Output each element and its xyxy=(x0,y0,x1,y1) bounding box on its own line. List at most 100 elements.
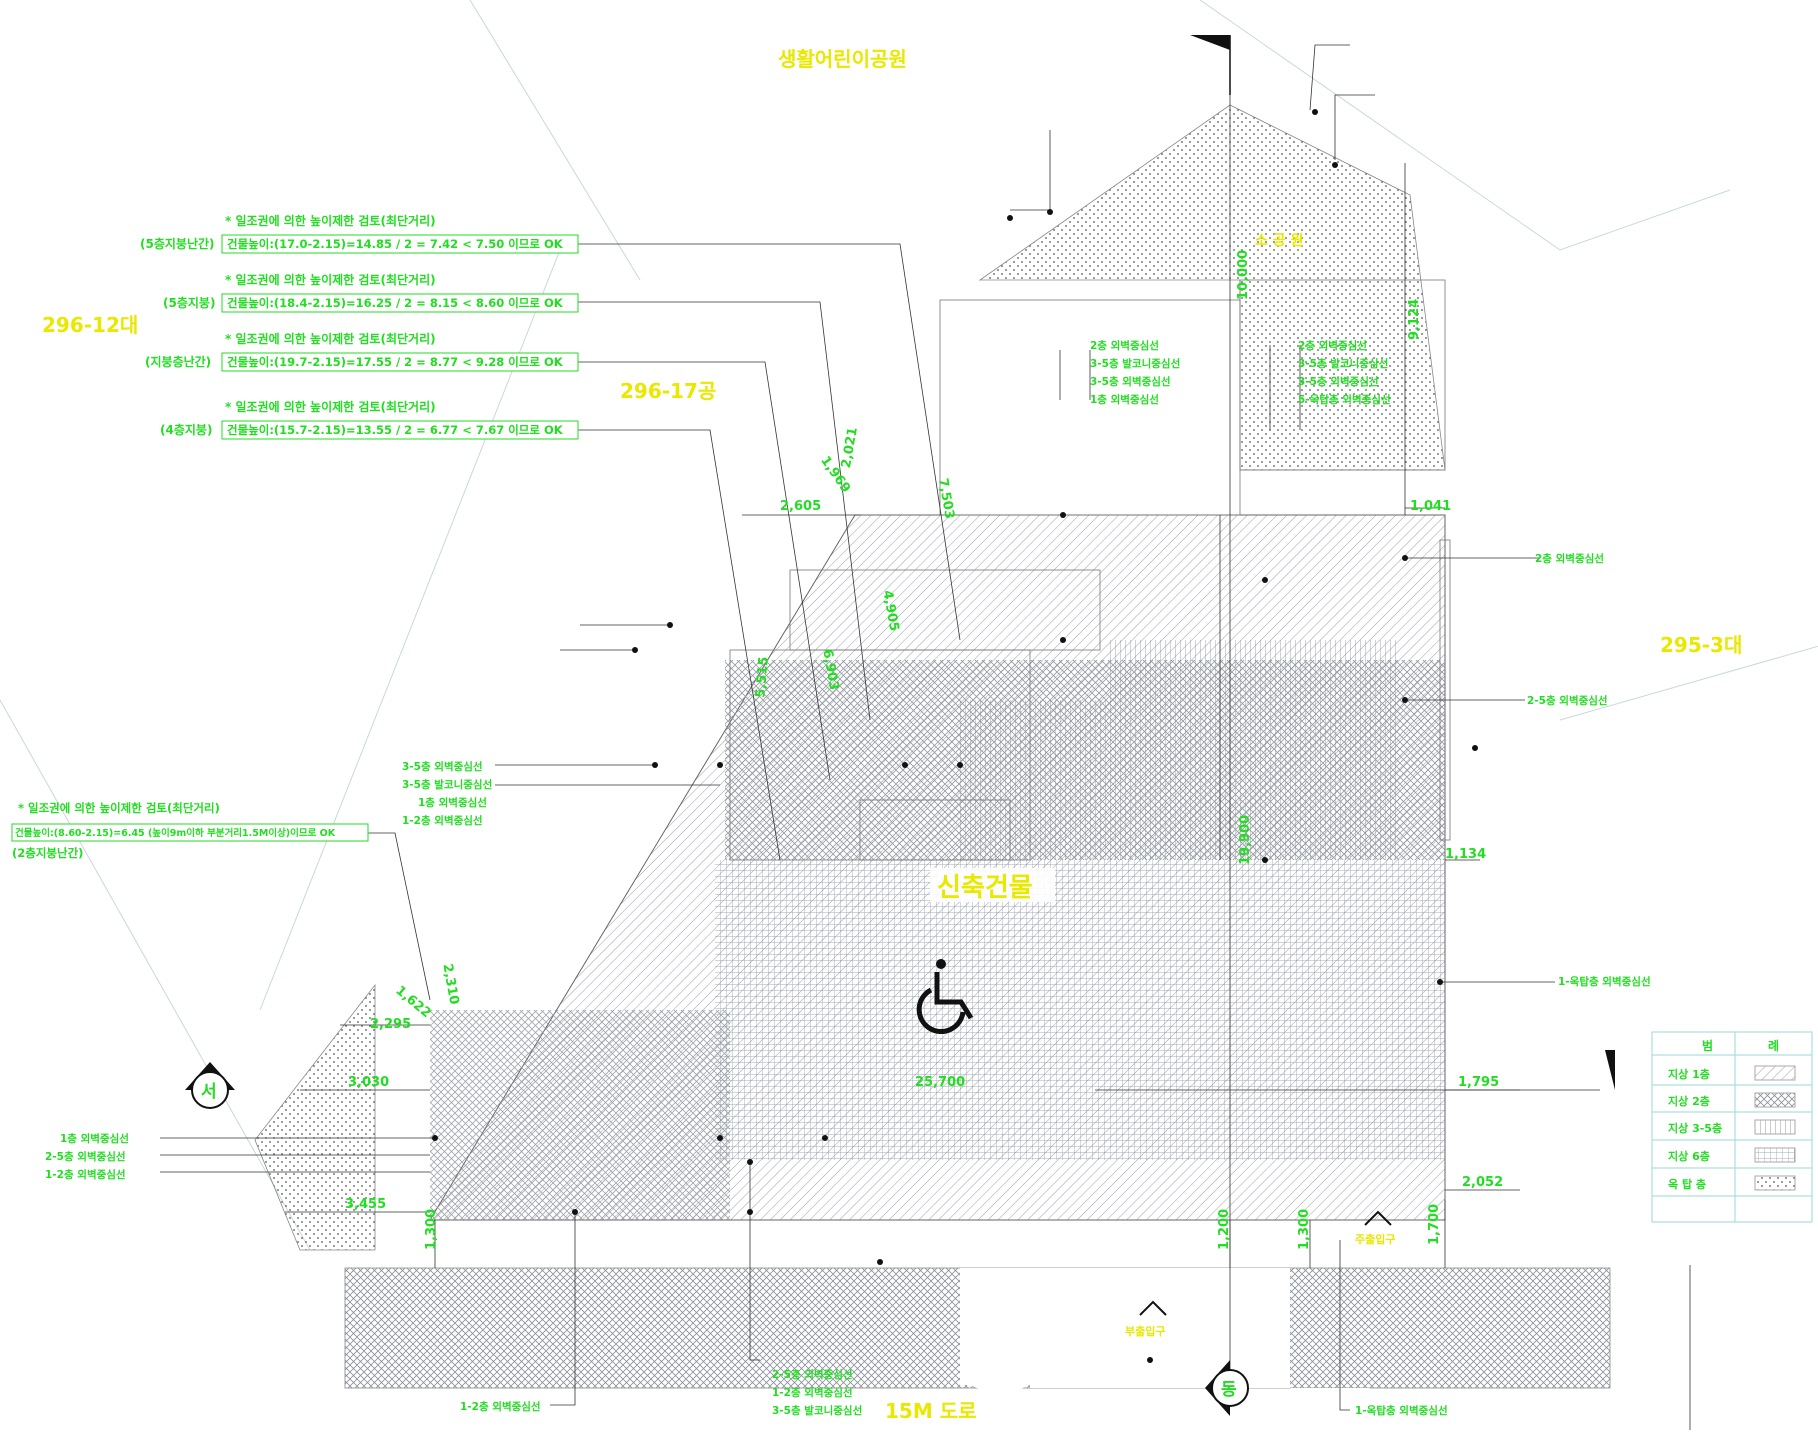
dim-10000: 10,000 xyxy=(1236,250,1251,300)
road-15m xyxy=(344,1267,1611,1401)
height-check-1-formula: 건물높이:(17.0-2.15)=14.85 / 2 = 7.42 < 7.50… xyxy=(227,237,564,251)
dim-3030: 3,030 xyxy=(348,1075,389,1090)
wall-center-3: 3-5층 외벽중심선 xyxy=(1090,375,1171,388)
dim-1200: 1,200 xyxy=(1217,1209,1232,1250)
entrance-main: 주출입구 xyxy=(1355,1210,1395,1246)
legend-row-4: 지상 6층 xyxy=(1668,1149,1710,1163)
legend-header-1: 범 xyxy=(1702,1038,1713,1053)
entrance-main-label: 주출입구 xyxy=(1355,1232,1395,1246)
height-check-3-heading: * 일조권에 의한 높이제한 검토(최단거리) xyxy=(225,331,436,346)
west-marker: 서 xyxy=(185,1062,235,1109)
wall-center-2: 3-5층 발코니중심선 xyxy=(1090,357,1180,370)
legend-row-3: 지상 3-5층 xyxy=(1668,1121,1722,1135)
wall-line-labels: 2층 외벽중심선 3-5층 발코니중심선 3-5층 외벽중심선 1층 외벽중심선… xyxy=(45,339,1651,1417)
wall-right-4: 5-옥탑층 외벽중심선 xyxy=(1298,393,1391,406)
dim-2605: 2,605 xyxy=(780,499,821,514)
wall-left-mid-3: 1층 외벽중심선 xyxy=(418,796,487,809)
left-strip-dotted xyxy=(254,983,376,1251)
wall-left-bottom-1: 1층 외벽중심선 xyxy=(60,1132,129,1145)
wall-left-mid-2: 3-5층 발코니중심선 xyxy=(402,778,492,791)
wall-left-bottom-3: 1-2층 외벽중심선 xyxy=(45,1168,126,1181)
wall-right-3: 3-5층 외벽중심선 xyxy=(1298,375,1379,388)
dim-1700: 1,700 xyxy=(1427,1204,1442,1245)
east-marker: 동 xyxy=(1205,1360,1249,1416)
dim-5515: 5,515 xyxy=(753,656,772,698)
wall-right-1: 2층 외벽중심선 xyxy=(1298,339,1367,352)
dim-3455: 3,455 xyxy=(345,1197,386,1212)
height-check-3: * 일조권에 의한 높이제한 검토(최단거리) (지붕층난간) 건물높이:(19… xyxy=(145,331,579,372)
dim-4905: 4,905 xyxy=(879,589,901,632)
height-check-bottom: * 일조권에 의한 높이제한 검토(최단거리) 건물높이:(8.60-2.15)… xyxy=(11,801,369,860)
lot-right-label: 295-3대 xyxy=(1660,633,1742,657)
dim-2310: 2,310 xyxy=(439,963,461,1006)
wall-center-1: 2층 외벽중심선 xyxy=(1090,339,1159,352)
height-check-bottom-heading: * 일조권에 의한 높이제한 검토(최단거리) xyxy=(18,801,220,815)
lot-left-label: 296-12대 xyxy=(42,313,138,337)
wall-right-mid-2: 2-5층 외벽중심선 xyxy=(1527,694,1608,707)
building-grid-lower xyxy=(430,1010,730,1220)
wall-bottom-left: 1-2층 외벽중심선 xyxy=(460,1400,541,1413)
height-check-bottom-floor: (2층지붕난간) xyxy=(12,846,83,860)
dim-2052: 2,052 xyxy=(1462,1175,1503,1190)
wall-right-mid-1: 2층 외벽중심선 xyxy=(1535,552,1604,565)
building-floor-6 xyxy=(715,860,1445,1160)
road-label: 15M 도로 xyxy=(885,1399,977,1423)
height-check-3-floor: (지붕층난간) xyxy=(145,354,211,369)
building-floor-3-5 xyxy=(960,640,1400,860)
dimension-texts: 2,605 1,969 2,021 1,041 1,134 1,795 2,05… xyxy=(345,250,1503,1250)
site-boundary-lines xyxy=(0,0,1818,1251)
park-label: 생활어린이공원 xyxy=(778,47,907,71)
height-check-2: * 일조권에 의한 높이제한 검토(최단거리) (5층지붕) 건물높이:(18.… xyxy=(163,272,579,313)
north-arrow-icon xyxy=(1190,35,1615,1090)
wall-center-4: 1층 외벽중심선 xyxy=(1090,393,1159,406)
wall-bottom-mid-2: 1-2층 외벽중심선 xyxy=(772,1386,853,1399)
height-check-2-formula: 건물높이:(18.4-2.15)=16.25 / 2 = 8.15 < 8.60… xyxy=(227,296,564,310)
legend-row-2: 지상 2층 xyxy=(1668,1094,1710,1108)
height-check-3-formula: 건물높이:(19.7-2.15)=17.55 / 2 = 8.77 < 9.28… xyxy=(227,355,564,369)
dim-7503: 7,503 xyxy=(935,477,957,520)
height-check-1-floor: (5층지붕난간) xyxy=(140,236,215,251)
wall-bottom-mid-1: 2-5층 외벽중심선 xyxy=(772,1368,853,1381)
wall-leaders xyxy=(160,44,1555,1411)
height-check-4-heading: * 일조권에 의한 높이제한 검토(최단거리) xyxy=(225,399,436,414)
height-check-1: * 일조권에 의한 높이제한 검토(최단거리) (5층지붕난간) 건물높이:(1… xyxy=(140,213,579,254)
dim-2021: 2,021 xyxy=(839,426,861,469)
dim-1795: 1,795 xyxy=(1458,1075,1499,1090)
height-check-4: * 일조권에 의한 높이제한 검토(최단거리) (4층지붕) 건물높이:(15.… xyxy=(160,399,579,440)
dimension-lines xyxy=(285,163,1691,1430)
floor-outlines xyxy=(729,279,1451,861)
building-name: 신축건물 xyxy=(937,873,1033,903)
wall-right-2: 3-5층 발코니중심선 xyxy=(1298,357,1388,370)
legend-table xyxy=(1651,1031,1813,1223)
entrance-sub-label: 부출입구 xyxy=(1125,1324,1165,1338)
west-marker-label: 서 xyxy=(201,1082,217,1102)
dim-6903: 6,903 xyxy=(819,648,841,691)
legend-row-5: 옥 탑 층 xyxy=(1668,1177,1706,1191)
dim-2295: 2,295 xyxy=(370,1017,411,1032)
height-check-4-floor: (4층지붕) xyxy=(160,422,212,437)
inner-park-label: 소 공 원 xyxy=(1255,233,1303,249)
dim-1134: 1,134 xyxy=(1445,847,1486,862)
dim-1300-left: 1,300 xyxy=(424,1209,439,1250)
legend-row-1: 지상 1층 xyxy=(1668,1067,1710,1081)
lot-mid-label: 296-17공 xyxy=(620,379,716,403)
wall-bottom-mid-3: 3-5층 발코니중심선 xyxy=(772,1404,862,1417)
dim-25700: 25,700 xyxy=(915,1075,965,1090)
dim-9124: 9,124 xyxy=(1407,299,1422,340)
wall-right-mid-3: 1-옥탑층 외벽중심선 xyxy=(1558,975,1651,988)
height-check-4-formula: 건물높이:(15.7-2.15)=13.55 / 2 = 6.77 < 7.67… xyxy=(227,423,564,437)
height-check-1-heading: * 일조권에 의한 높이제한 검토(최단거리) xyxy=(225,213,436,228)
wheelchair-icon xyxy=(916,959,974,1034)
entrance-sub: 부출입구 xyxy=(1125,1300,1167,1338)
survey-points xyxy=(432,109,1478,1363)
wall-left-mid-4: 1-2층 외벽중심선 xyxy=(402,814,483,827)
height-check-2-heading: * 일조권에 의한 높이제한 검토(최단거리) xyxy=(225,272,436,287)
height-check-leaders xyxy=(368,243,961,1001)
dim-1041: 1,041 xyxy=(1410,499,1451,514)
wall-left-bottom-2: 2-5층 외벽중심선 xyxy=(45,1150,126,1163)
height-check-2-floor: (5층지붕) xyxy=(163,295,215,310)
dim-1300-right: 1,300 xyxy=(1297,1209,1312,1250)
dim-19900: 19,900 xyxy=(1238,815,1253,865)
east-marker-label: 동 xyxy=(1221,1380,1237,1400)
